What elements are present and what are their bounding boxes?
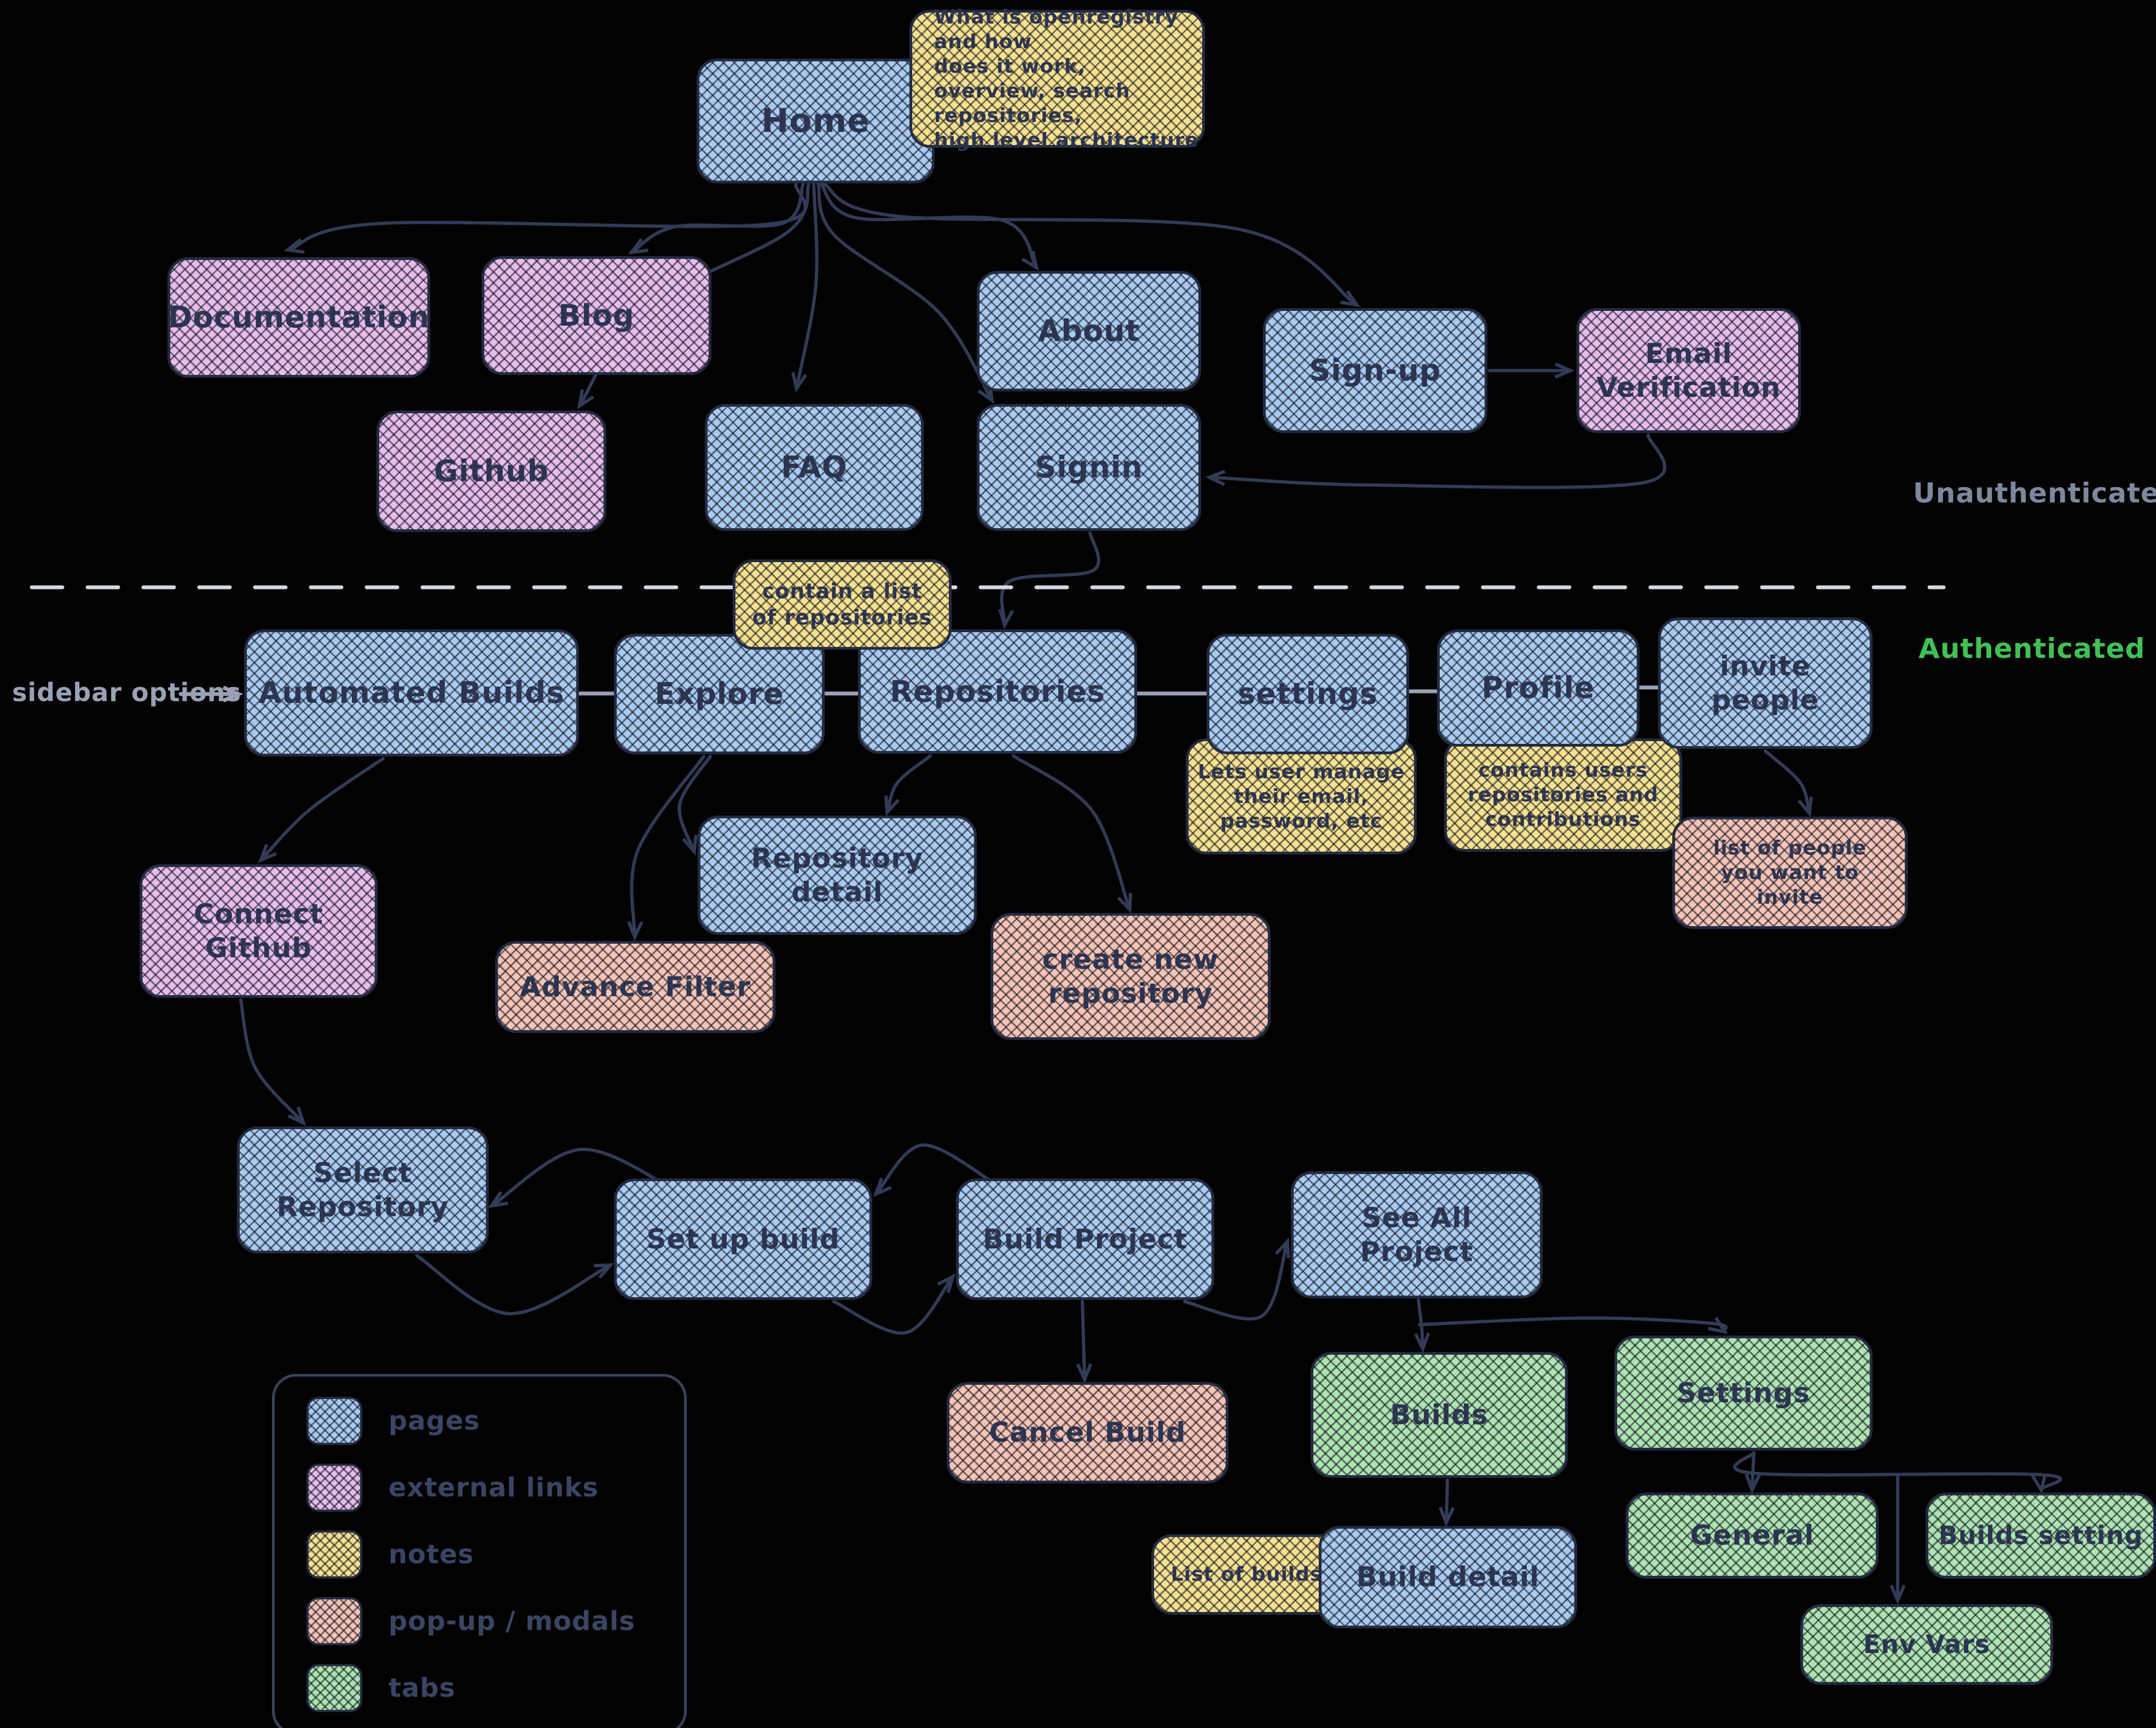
node-repository_detail[interactable]: Repository detail (698, 816, 977, 935)
legend-item-tab: tabs (306, 1664, 684, 1712)
note-swatch (306, 1530, 362, 1579)
tab-swatch (306, 1664, 362, 1712)
edge-automated_builds-connect_github[interactable] (258, 757, 385, 863)
edge-home-signup[interactable] (822, 182, 1361, 308)
legend-label: tabs (389, 1673, 456, 1703)
edge-signin-repositories[interactable] (998, 531, 1100, 629)
node-select_repository[interactable]: Select Repository (237, 1126, 489, 1253)
node-note_repos[interactable]: contain a list of repositories (733, 559, 952, 650)
node-profile[interactable]: Profile (1437, 629, 1639, 747)
legend[interactable]: pages external links notes pop-up / modals t… (272, 1374, 687, 1728)
node-repositories[interactable]: Repositories (858, 629, 1137, 754)
node-settings[interactable]: settings (1207, 634, 1409, 754)
legend-label: pop-up / modals (389, 1606, 635, 1637)
edge-settings_tab-general[interactable] (1744, 1451, 1761, 1494)
edge-repositories-repository_detail[interactable] (884, 754, 932, 817)
node-settings_tab[interactable]: Settings (1614, 1336, 1873, 1450)
node-cancel_build[interactable]: Cancel Build (947, 1382, 1228, 1483)
legend-item-note: notes (306, 1530, 684, 1579)
edge-connect_github-select_repository[interactable] (239, 998, 306, 1126)
legend-label: external links (389, 1472, 599, 1503)
node-advance_filter[interactable]: Advance Filter (495, 941, 775, 1033)
node-list_of_builds[interactable]: List of builds (1151, 1534, 1342, 1615)
node-create_new_repository[interactable]: create new repository (990, 913, 1271, 1040)
edge-set_up_build-build_project[interactable] (832, 1273, 956, 1335)
node-signup[interactable]: Sign-up (1263, 308, 1487, 433)
node-automated_builds[interactable]: Automated Builds (244, 629, 579, 756)
legend-item-modal: pop-up / modals (306, 1597, 684, 1645)
node-signin[interactable]: Signin (977, 404, 1201, 531)
legend-item-external: external links (306, 1464, 684, 1512)
edge-see_all_project-settings_tab[interactable] (1418, 1316, 1728, 1334)
node-see_all_project[interactable]: See All Project (1291, 1171, 1543, 1298)
edge-home-documentation[interactable] (283, 182, 807, 254)
node-note_invite[interactable]: list of people you want to invite (1672, 817, 1908, 929)
node-github[interactable]: Github (376, 411, 606, 532)
edge-explore-advance_filter[interactable] (627, 755, 705, 941)
edge-home-faq[interactable] (791, 182, 819, 393)
edge-select_repository-set_up_build[interactable] (415, 1254, 615, 1316)
node-about[interactable]: About (977, 271, 1201, 391)
node-note_top[interactable]: What is openregistry and how does it wor… (909, 6, 1205, 152)
node-documentation[interactable]: Documentation (167, 257, 430, 378)
node-note_profile[interactable]: contains users repositories and contribu… (1444, 738, 1682, 852)
edge-set_up_build-select_repository[interactable] (488, 1147, 675, 1209)
edge-build_project-see_all_project[interactable] (1183, 1237, 1290, 1321)
node-builds[interactable]: Builds (1311, 1352, 1568, 1478)
edge-email_verification-signin[interactable] (1205, 434, 1667, 489)
node-builds_setting[interactable]: Builds setting (1926, 1493, 2156, 1579)
node-email_verification[interactable]: Email Verification (1577, 308, 1801, 433)
edge-repositories-create_new_repository[interactable] (1012, 754, 1132, 914)
node-home[interactable]: Home (697, 59, 935, 183)
edge-home-blog[interactable] (628, 182, 805, 255)
legend-item-page: pages (306, 1397, 684, 1445)
node-set_up_build[interactable]: Set up build (614, 1178, 872, 1300)
edge-see_all_project-builds[interactable] (1413, 1298, 1430, 1353)
modal-swatch (306, 1597, 362, 1645)
node-env_vars[interactable]: Env Vars (1800, 1604, 2053, 1685)
unauthenticated-label: Unauthenticated (1913, 477, 2156, 509)
edge-home-signin[interactable] (816, 182, 994, 404)
node-connect_github[interactable]: Connect Github (140, 864, 378, 998)
node-explore[interactable]: Explore (614, 634, 825, 754)
legend-label: pages (389, 1406, 480, 1436)
legend-label: notes (389, 1539, 474, 1570)
node-general[interactable]: General (1626, 1493, 1879, 1579)
node-note_settings[interactable]: Lets user manage their email, password, … (1186, 738, 1417, 854)
sidebar-options-label: sidebar options (12, 678, 241, 707)
node-build_detail[interactable]: Build detail (1319, 1526, 1577, 1628)
external-swatch (306, 1464, 362, 1512)
node-blog[interactable]: Blog (482, 256, 711, 375)
edge-builds-build_detail[interactable] (1439, 1478, 1455, 1527)
node-faq[interactable]: FAQ (705, 404, 924, 531)
edge-build_project-set_up_build[interactable] (873, 1143, 995, 1198)
node-build_project[interactable]: Build Project (956, 1178, 1214, 1300)
page-swatch (306, 1397, 362, 1445)
edge-invite_people-note_invite[interactable] (1764, 749, 1813, 818)
node-invite_people[interactable]: invite people (1658, 617, 1873, 749)
edge-explore-repository_detail[interactable] (677, 755, 712, 856)
authenticated-label: Authenticated (1919, 633, 2146, 664)
edge-build_project-cancel_build[interactable] (1076, 1300, 1093, 1384)
edge-home-about[interactable] (819, 182, 1039, 271)
